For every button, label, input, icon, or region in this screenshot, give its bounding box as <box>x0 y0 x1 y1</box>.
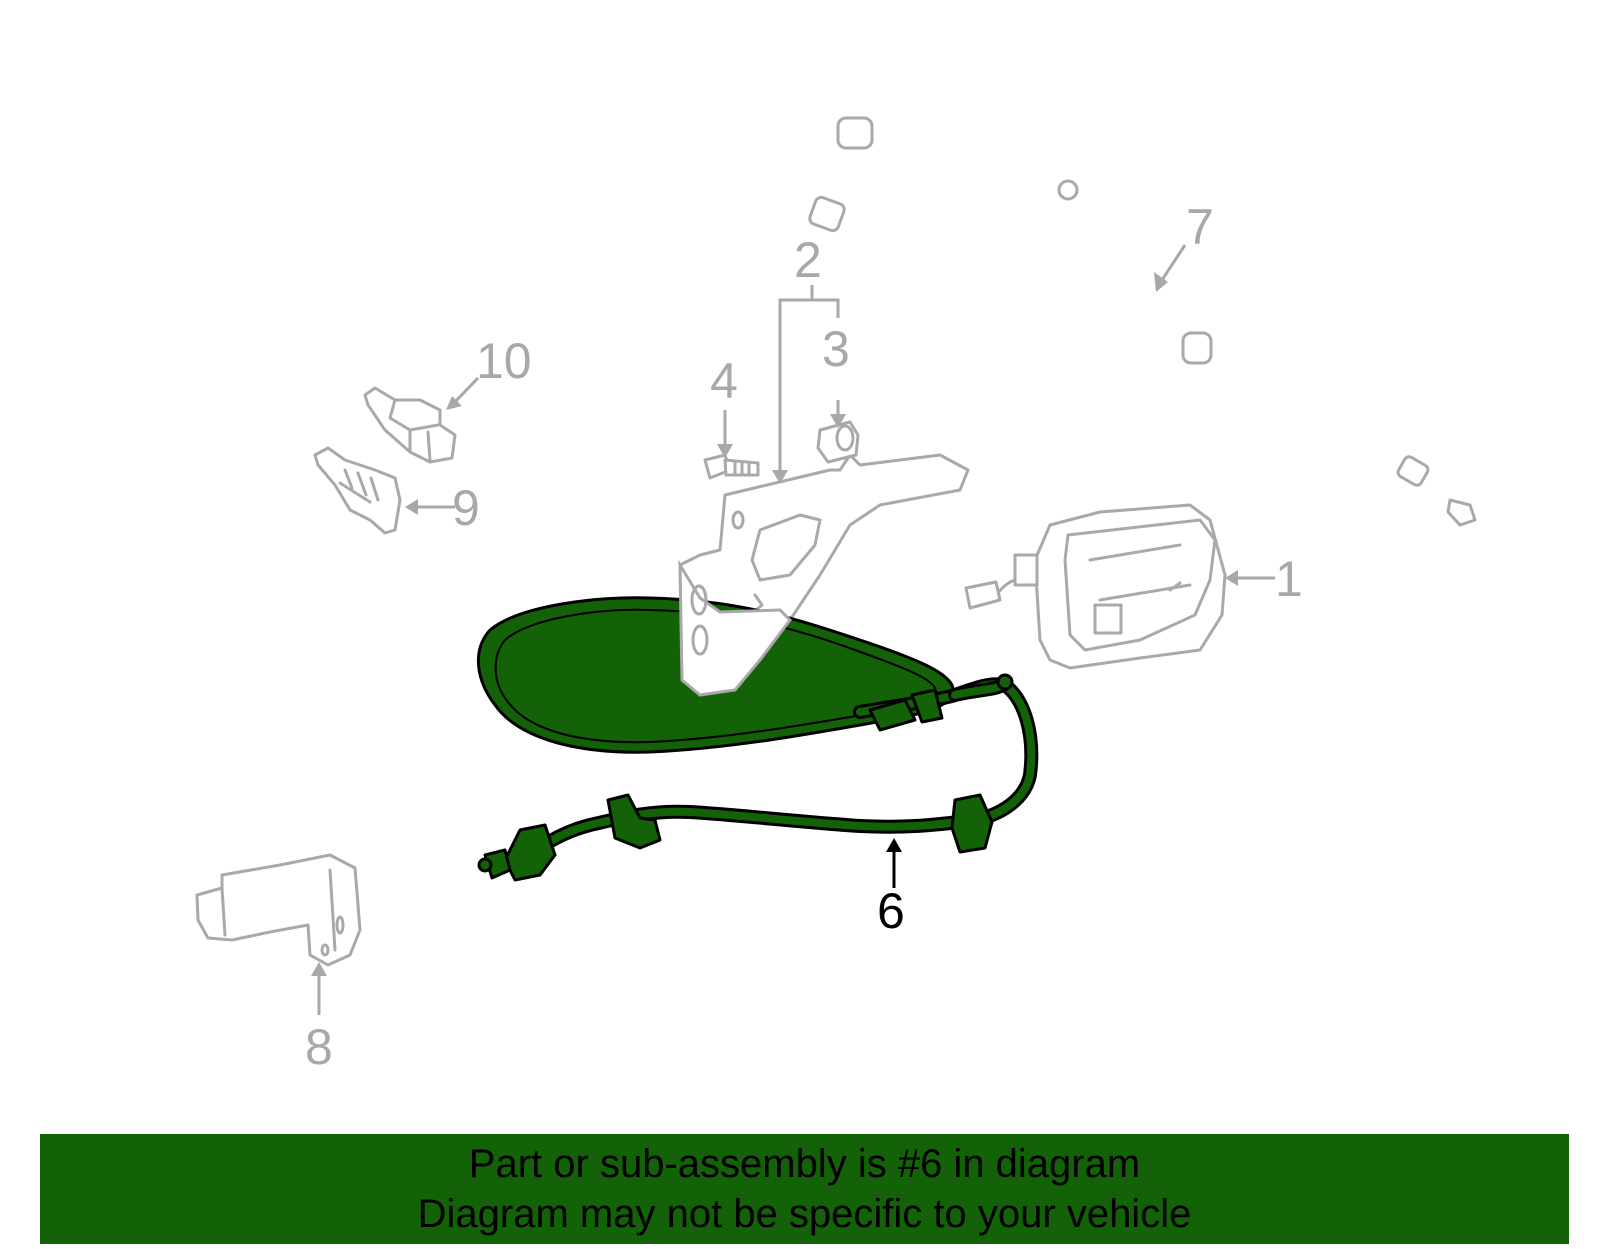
callout-3[interactable]: 3 <box>822 321 850 377</box>
leader-2 <box>778 298 840 480</box>
part-4-bolt[interactable] <box>703 453 760 480</box>
arrowheads <box>311 272 1238 976</box>
callout-4[interactable]: 4 <box>710 353 738 409</box>
part-7-cable[interactable] <box>789 116 1477 527</box>
part-1-module[interactable] <box>964 503 1227 670</box>
callout-7[interactable]: 7 <box>1186 199 1214 255</box>
callout-10[interactable]: 10 <box>476 333 532 389</box>
callout-8[interactable]: 8 <box>305 1019 333 1075</box>
arrowhead-8 <box>311 962 327 976</box>
callout-1[interactable]: 1 <box>1275 551 1303 607</box>
leader-7 <box>1160 244 1187 281</box>
callout-9[interactable]: 9 <box>452 480 480 536</box>
part-10-connector[interactable] <box>363 386 457 464</box>
arrowhead-9 <box>405 499 418 515</box>
part-6-highlighted[interactable] <box>477 559 1039 882</box>
callout-2[interactable]: 2 <box>794 232 822 288</box>
arrowhead-3 <box>830 414 846 428</box>
arrowhead-10 <box>446 396 462 410</box>
info-banner: Part or sub-assembly is #6 in diagram Di… <box>40 1134 1569 1244</box>
arrowhead-6 <box>886 838 902 852</box>
banner-line-2: Diagram may not be specific to your vehi… <box>417 1192 1192 1236</box>
part-8-sensor[interactable] <box>195 853 362 967</box>
arrowhead-1 <box>1225 570 1238 586</box>
arrowhead-4 <box>717 444 733 458</box>
banner-line-1: Part or sub-assembly is #6 in diagram <box>468 1142 1141 1186</box>
callout-6[interactable]: 6 <box>877 883 905 939</box>
arrowhead-7 <box>1154 272 1168 292</box>
part-9-connector[interactable] <box>313 446 402 535</box>
part-3-nut[interactable] <box>816 420 860 464</box>
arrowhead-2 <box>772 470 788 484</box>
callouts: 1 2 3 4 6 7 8 9 10 <box>305 199 1303 1075</box>
